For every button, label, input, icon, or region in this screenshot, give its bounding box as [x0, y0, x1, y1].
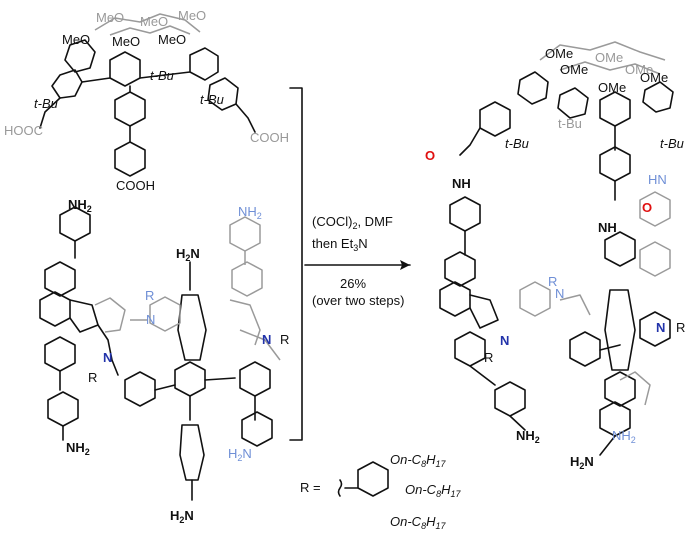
condition-reagent-2: then Et3N: [312, 236, 368, 253]
r-substituent-3: On-C8H17: [390, 514, 446, 531]
product-ome-grey-1: OMe: [595, 50, 623, 65]
condition-yield: 26%: [340, 276, 366, 291]
reaction-bracket: [289, 87, 303, 441]
r-group-structure: [337, 461, 389, 497]
n-label-left: N: [103, 350, 112, 365]
product-ome-1: OMe: [545, 46, 573, 61]
r-substituent-2: On-C8H17: [405, 482, 461, 499]
tbu-label-1: t-Bu: [150, 68, 174, 83]
condition-yield-note: (over two steps): [312, 293, 404, 308]
meo-label-1: MeO: [62, 32, 90, 47]
product-n-left: N: [500, 333, 509, 348]
r-label-grey: R: [145, 288, 154, 303]
n-label-grey: N: [146, 312, 155, 327]
top-left-macrocycle: [39, 13, 256, 177]
product-r-left: R: [484, 350, 493, 365]
r-substituent-1: On-C8H17: [390, 452, 446, 469]
meo-label-2: MeO: [112, 34, 140, 49]
product-tbu-grey: t-Bu: [558, 116, 582, 131]
product-nh-2: NH: [598, 220, 617, 235]
nh2-label-top-right: NH2: [238, 204, 262, 221]
r-label-left: R: [88, 370, 97, 385]
product-n-grey: N: [555, 286, 564, 301]
bottom-left-tetraamine: [39, 206, 281, 501]
nh2-label-bottom-right: H2N: [228, 446, 252, 463]
product-carbonyl-o-1: O: [425, 148, 435, 163]
condition-reagent-1: (COCl)2, DMF: [312, 214, 393, 231]
tbu-label-3: t-Bu: [200, 92, 224, 107]
meo-label-grey: MeO: [140, 14, 168, 29]
product-carbonyl-o-2: O: [642, 200, 652, 215]
product-ome-2: OMe: [560, 62, 588, 77]
product-nh2-grey: NH2: [612, 428, 636, 445]
product-cage: [439, 41, 674, 456]
product-r-grey: R: [548, 274, 557, 289]
product-tbu-2: t-Bu: [660, 136, 684, 151]
product-nh2-left: NH2: [516, 428, 540, 445]
hooc-label: HOOC: [4, 123, 43, 138]
cooh-label-bottom: COOH: [116, 178, 155, 193]
h2n-label-center: H2N: [176, 246, 200, 263]
nh2-label-top-left: NH2: [68, 197, 92, 214]
meo-label-grey-2: MeO: [178, 8, 206, 23]
tbu-label-2: t-Bu: [34, 96, 58, 111]
product-ome-3: OMe: [598, 80, 626, 95]
r-group-label: R =: [300, 480, 321, 495]
product-ome-4: OMe: [640, 70, 668, 85]
product-h2n-bottom: H2N: [570, 454, 594, 471]
meo-label-3: MeO: [158, 32, 186, 47]
product-nh-1: NH: [452, 176, 471, 191]
product-tbu-1: t-Bu: [505, 136, 529, 151]
r-label-right: R: [280, 332, 289, 347]
h2n-label-bottom: H2N: [170, 508, 194, 525]
reaction-arrow: [304, 260, 411, 270]
nh2-label-bottom-left: NH2: [66, 440, 90, 457]
n-label-right: N: [262, 332, 271, 347]
product-r-right: R: [676, 320, 685, 335]
product-ome-grey-2: OMe: [625, 62, 653, 77]
ome-label-grey: MeO: [96, 10, 124, 25]
cooh-label-right: COOH: [250, 130, 289, 145]
product-hn-grey: HN: [648, 172, 667, 187]
product-n-right: N: [656, 320, 665, 335]
